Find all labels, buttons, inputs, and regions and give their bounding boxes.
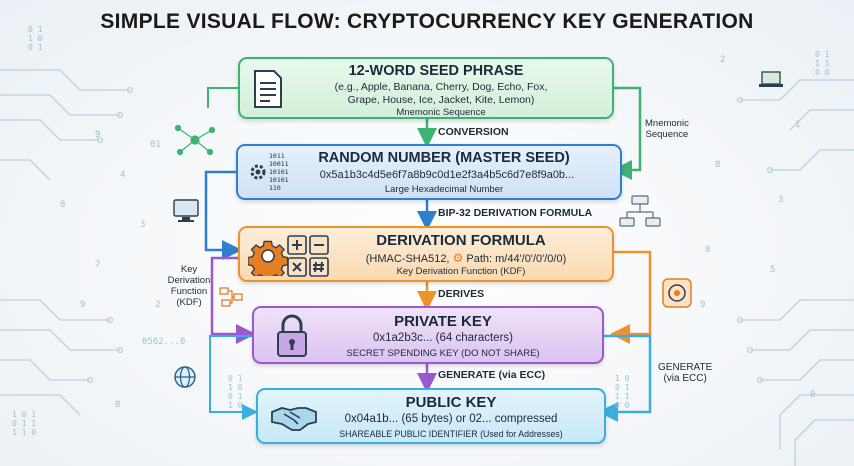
generate-label: GENERATE (via ECC) (438, 369, 546, 381)
public-value: 0x04a1b... (65 bytes) or 02... compresse… (344, 413, 558, 425)
decorative-digits: 2 (155, 300, 161, 310)
mnemonic-side-label: Mnemonic Sequence (645, 118, 689, 140)
seed-heading: 12-WORD SEED PHRASE (348, 63, 524, 79)
binary-digits: 1011 10011 10101 10101 110 (269, 152, 289, 192)
public-heading: PUBLIC KEY (405, 394, 497, 411)
decorative-digits: 01 (150, 140, 161, 150)
hash-decoration: 0562...0 (142, 337, 186, 347)
document-icon (254, 70, 282, 108)
private-heading: PRIVATE KEY (394, 313, 492, 330)
laptop-icon (759, 71, 783, 87)
public-key-box: PUBLIC KEY 0x04a1b... (65 bytes) or 02..… (256, 388, 606, 444)
small-gear-icon: ⚙ (452, 251, 464, 265)
loop-mnemonic (612, 86, 642, 180)
seed-words-line2: Grape, House, Ice, Jacket, Kite, Lemon) (347, 94, 535, 106)
calculator-icon (287, 235, 329, 277)
circuit-decoration-left (0, 69, 134, 416)
binary-icon: 1011 10011 10101 10101 110 (248, 152, 292, 196)
public-caption: SHAREABLE PUBLIC IDENTIFIER (Used for Ad… (339, 429, 563, 439)
target-icon (662, 278, 692, 308)
master-caption: Large Hexadecimal Number (384, 184, 504, 195)
decorative-digits: 2 (720, 55, 726, 65)
loop-kdf (210, 256, 256, 344)
decorative-digits: 8 (115, 400, 121, 410)
decorative-digits: 7 (95, 260, 101, 270)
seed-words-line1: (e.g., Apple, Banana, Cherry, Dog, Echo,… (334, 81, 548, 93)
master-hex: 0x5a1b3c4d5e6f7a8b9c0d1e2f3a4b5c6d7e8f9a… (319, 169, 575, 181)
handshake-icon (271, 407, 317, 431)
decorative-digits: 8 (60, 200, 66, 210)
kdf-side-label: Key Derivation Function (KDF) (167, 264, 211, 308)
circuit-decoration-right (736, 79, 854, 466)
private-caption: SECRET SPENDING KEY (DO NOT SHARE) (346, 348, 540, 359)
seed-caption: Mnemonic Sequence (396, 107, 486, 118)
path-text: Path: m/44'/0'/0'/0/0) (466, 253, 567, 265)
decorative-digits: 9 (700, 300, 706, 310)
derivation-box: DERIVATION FORMULA (HMAC-SHA512, ⚙ Path:… (238, 226, 614, 282)
decorative-digits: 0 (810, 390, 816, 400)
conversion-label: CONVERSION (438, 126, 509, 138)
decorative-digits: 8 (705, 245, 711, 255)
derivation-caption: Key Derivation Function (KDF) (396, 266, 526, 277)
master-heading: RANDOM NUMBER (MASTER SEED) (318, 150, 570, 166)
decorative-digits: 4 (120, 170, 126, 180)
globe-icon (174, 366, 196, 388)
page-title: SIMPLE VISUAL FLOW: CRYPTOCURRENCY KEY G… (100, 10, 754, 33)
decorative-digits: 9 (80, 300, 86, 310)
private-value: 0x1a2b3c... (64 characters) (373, 332, 513, 344)
hmac-text: (HMAC-SHA512, (365, 253, 450, 265)
derivation-params: (HMAC-SHA512, ⚙ Path: m/44'/0'/0'/0/0) (240, 251, 612, 265)
generate-side-label: GENERATE (via ECC) (658, 362, 713, 384)
loop-master-to-derivation (204, 170, 242, 260)
loop-private-to-public-left (209, 335, 258, 420)
decorative-digits: 1 (795, 120, 801, 130)
bip32-label: BIP-32 DERIVATION FORMULA (438, 207, 593, 219)
loop-generate-right (598, 334, 652, 422)
monitor-icon (173, 199, 199, 222)
decorative-digits: 8 (715, 160, 721, 170)
decorative-digits: 3 (140, 220, 146, 230)
network-icon (174, 124, 216, 156)
seed-phrase-box: 12-WORD SEED PHRASE (e.g., Apple, Banana… (238, 57, 614, 119)
loop-seed-left (207, 87, 238, 108)
lock-icon (277, 314, 307, 357)
decorative-digits: 9 (95, 130, 101, 140)
decorative-digits: 5 (770, 265, 776, 275)
private-key-box: PRIVATE KEY 0x1a2b3c... (64 characters) … (252, 306, 604, 364)
nodes-icon (219, 287, 243, 307)
loop-derivation-to-private (610, 250, 652, 344)
derivation-heading: DERIVATION FORMULA (376, 232, 546, 249)
decorative-digits: 3 (778, 195, 784, 205)
server-icon (619, 195, 661, 227)
derives-label: DERIVES (438, 288, 485, 300)
gear-icon (248, 240, 288, 276)
master-seed-box: 1011 10011 10101 10101 110 RANDOM NUMBER… (236, 144, 622, 200)
